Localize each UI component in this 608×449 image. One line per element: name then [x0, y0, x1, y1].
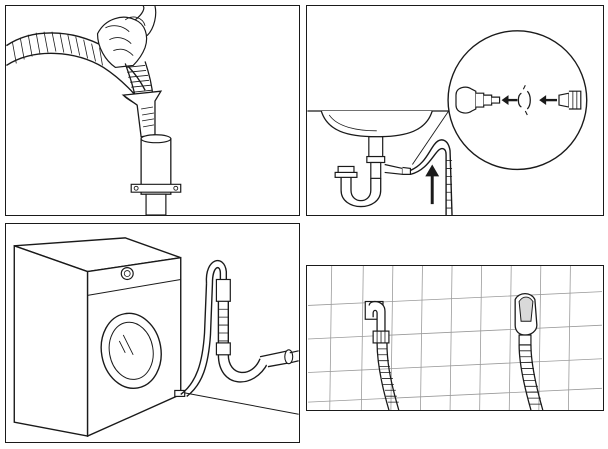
panel-wall-outlet-fittings: [306, 265, 604, 411]
hose-hook: [205, 260, 228, 284]
hose-inner: [6, 52, 138, 98]
machine-front: [13, 244, 89, 437]
wall-grid: [308, 266, 602, 410]
control-knob: [120, 267, 134, 281]
floor-line: [182, 391, 299, 415]
panel-hose-into-standpipe: [5, 5, 300, 216]
panel-washing-machine-hose-route: [5, 223, 300, 443]
trap-spigot: [384, 163, 404, 176]
hand: [96, 16, 148, 69]
hose-clamp-right: [518, 334, 532, 346]
washing-machine-illustration: [13, 237, 299, 438]
drain-hose: [410, 139, 453, 215]
hose-clip: [517, 90, 531, 110]
standpipe-illustration: [6, 6, 182, 215]
sink-basin: [320, 110, 433, 138]
wall-outlet-illustration: [308, 266, 602, 410]
hose-right: [518, 344, 544, 410]
u-bend: [217, 354, 269, 383]
hose-guide: [121, 90, 163, 138]
sink-trap-illustration: [307, 30, 588, 215]
hose-joint: [215, 278, 231, 302]
spigot-adapter: [455, 86, 477, 114]
pipe-clamp: [130, 183, 182, 193]
hose-left: [376, 342, 400, 410]
panel-hose-to-sink-trap: [306, 5, 604, 216]
hose-end-fitting: [558, 92, 570, 108]
drain-hose-rear: [180, 283, 208, 395]
sink-trap: [350, 172, 372, 202]
